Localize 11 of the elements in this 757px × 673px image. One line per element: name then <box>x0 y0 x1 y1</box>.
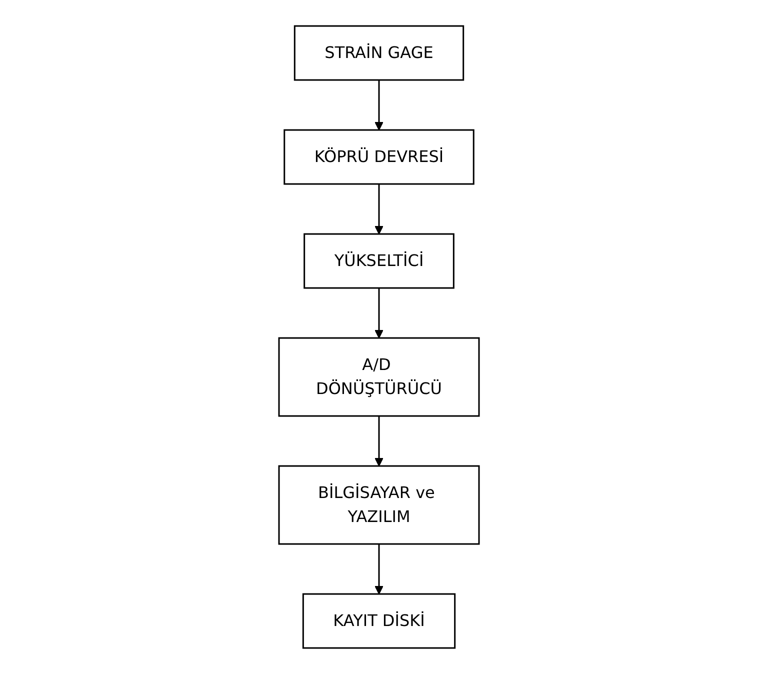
arrow <box>374 80 383 130</box>
arrow <box>374 288 383 338</box>
node-box: A/D DÖNÜŞTÜRÜCÜ <box>278 336 480 416</box>
arrow <box>374 416 383 466</box>
node-box: YÜKSELTİCİ <box>303 232 454 288</box>
node-box: STRAİN GAGE <box>293 24 464 80</box>
node-box: KAYIT DİSKİ <box>302 592 456 648</box>
node-box: BİLGİSAYAR ve YAZILIM <box>278 464 480 544</box>
node-box: KÖPRÜ DEVRESİ <box>283 128 474 184</box>
arrow <box>374 544 383 594</box>
arrow <box>374 184 383 234</box>
